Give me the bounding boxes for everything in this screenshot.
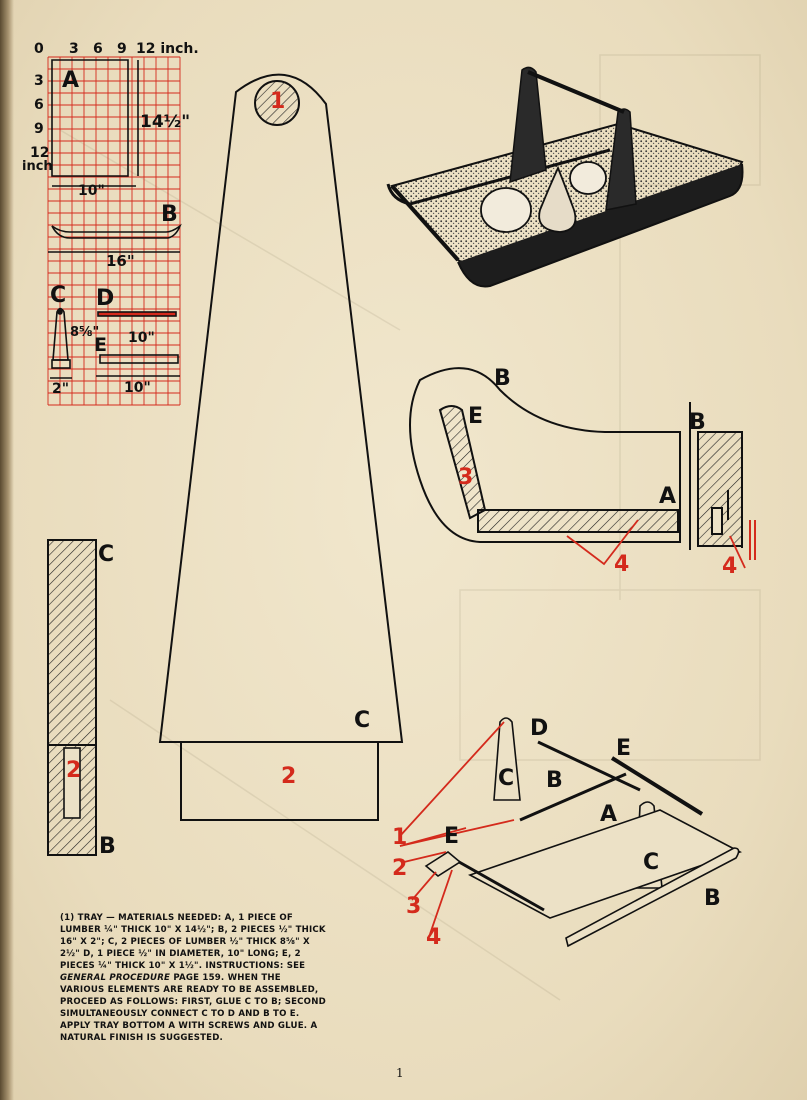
grid-label-e: E [94, 334, 107, 356]
part-b-block [180, 741, 379, 821]
scale-tick-0: 0 [34, 41, 44, 57]
materials-text: — MATERIALS NEEDED: A, 1 PIECE OF LUMBER… [60, 913, 326, 971]
callout-4-cross: 4 [614, 552, 630, 577]
dim-b-length: 16" [106, 252, 135, 270]
label-e-exploded-right: E [616, 736, 632, 761]
grid-part-b-outline [51, 223, 182, 239]
label-d-exploded: D [530, 716, 549, 741]
dim-a-width: 10" [78, 183, 105, 199]
dim-d-length: 10" [128, 330, 155, 346]
side-unit: inch [22, 159, 53, 174]
tray-illustration [386, 66, 744, 288]
callout-2-block: 2 [281, 764, 297, 789]
callout-4-leaders [566, 519, 746, 569]
label-c-exploded-left: C [498, 766, 515, 791]
instructions-heading: (1) TRAY [60, 913, 103, 923]
side-tick-12: 12 [30, 145, 50, 161]
scale-tick-12: 12 inch. [136, 41, 199, 57]
grid-label-a: A [62, 68, 80, 93]
label-b-detail: B [689, 410, 706, 435]
grid-label-b: B [161, 202, 178, 227]
callout-4-detail: 4 [722, 554, 738, 579]
grid-label-c: C [50, 283, 67, 308]
label-c-exploded-right: C [643, 850, 660, 875]
scale-tick-6: 6 [93, 41, 103, 57]
grid-part-d-outline [97, 311, 177, 317]
label-b-exploded-left: B [546, 768, 563, 793]
instructions-block: (1) TRAY — MATERIALS NEEDED: A, 1 PIECE … [60, 912, 328, 1044]
callout-3-exploded: 3 [406, 894, 422, 919]
dim-c-height: 8⅝" [70, 325, 100, 340]
label-b-cross: B [494, 366, 511, 391]
label-b-exploded-right: B [704, 886, 721, 911]
joint-section-view [47, 539, 97, 856]
side-tick-6: 6 [34, 97, 44, 113]
callout-2-section: 2 [66, 758, 82, 783]
bleed-through-ghost [59, 54, 761, 1001]
scale-tick-9: 9 [117, 41, 127, 57]
label-b-section: B [99, 834, 116, 859]
exploded-assembly [424, 717, 743, 948]
label-a-exploded: A [600, 802, 618, 827]
scale-tick-3: 3 [69, 41, 79, 57]
callout-4-exploded: 4 [426, 925, 442, 950]
label-c-profile: C [354, 708, 371, 733]
scale-grid [47, 56, 181, 406]
pear-illustration [538, 165, 577, 233]
instructions-body: PAGE 159. WHEN THE VARIOUS ELEMENTS ARE … [60, 973, 326, 1043]
see-reference: GENERAL PROCEDURE [60, 973, 171, 983]
label-c-section: C [98, 542, 115, 567]
grid-label-d: D [96, 286, 115, 311]
book-spine-shadow [0, 0, 14, 1100]
side-tick-9: 9 [34, 121, 44, 137]
grid-part-a-outline [51, 59, 129, 177]
part-c-profile [158, 73, 404, 743]
callout-1-exploded: 1 [392, 825, 408, 850]
page-number: 1 [396, 1066, 404, 1080]
dim-a-height: 14½" [140, 112, 191, 132]
callout-leaders-exploded [399, 721, 515, 935]
apple-illustration-2 [569, 161, 607, 195]
label-e-exploded-left: E [444, 824, 460, 849]
side-tick-3: 3 [34, 73, 44, 89]
grid-part-c-outline [52, 307, 69, 361]
callout-2-exploded: 2 [392, 856, 408, 881]
dim-c-width: 2" [52, 381, 70, 397]
callout-1-dowel: 1 [270, 89, 286, 114]
see-text: SEE [283, 961, 306, 971]
dim-e-length: 10" [124, 380, 151, 396]
dowel-hole [254, 80, 300, 126]
instructions-label: INSTRUCTIONS: [205, 961, 284, 971]
grid-part-e-outline [99, 354, 179, 364]
label-e-cross: E [468, 404, 484, 429]
label-a-cross: A [659, 484, 677, 509]
grid-part-outlines [48, 59, 182, 379]
tray-cross-section [409, 367, 756, 560]
callout-3-cross: 3 [458, 465, 474, 490]
apple-illustration [480, 187, 532, 233]
